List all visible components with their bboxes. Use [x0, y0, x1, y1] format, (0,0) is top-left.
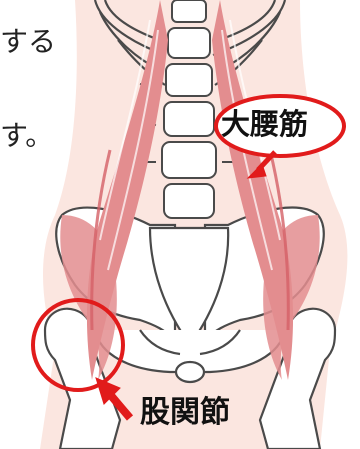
hip-joint-label: 股関節	[140, 398, 230, 428]
text-fragment-top: する	[0, 28, 56, 56]
text-fragment-mid: す。	[0, 122, 53, 150]
psoas-major-label: 大腰筋	[221, 110, 308, 139]
